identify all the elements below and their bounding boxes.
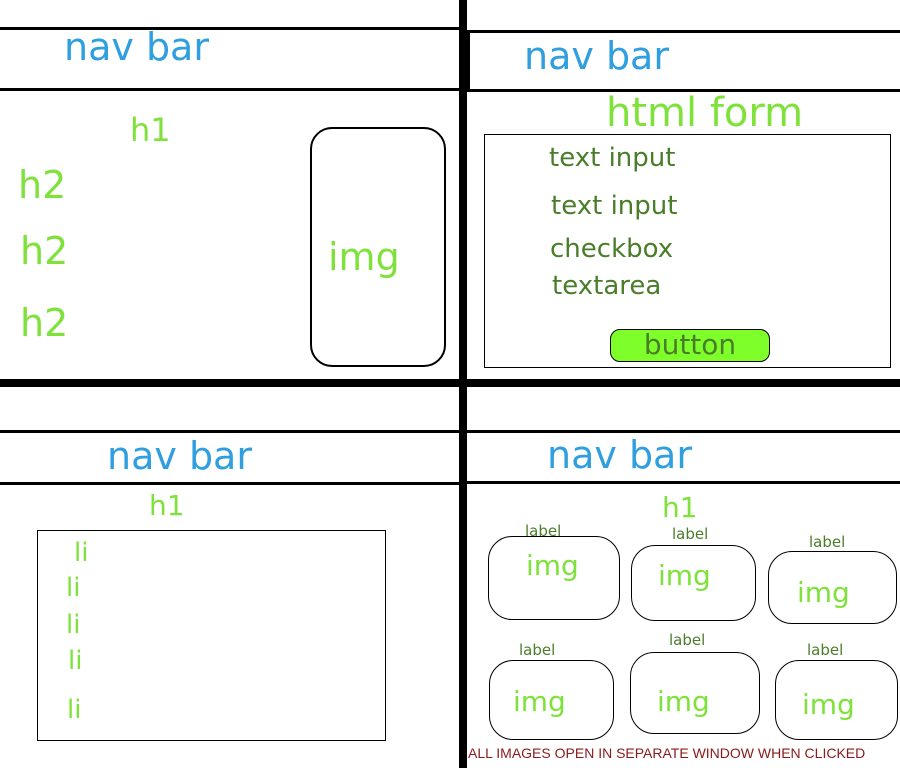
gallery-item-label: label — [669, 631, 706, 649]
nav-bar-bottom-border — [467, 89, 900, 92]
gallery-item-label: label — [525, 522, 562, 540]
gallery-image[interactable] — [488, 536, 620, 620]
list-item: li — [68, 646, 83, 676]
image-placeholder — [310, 127, 446, 367]
nav-bar-top-border — [467, 430, 900, 433]
gallery-image[interactable] — [775, 660, 898, 740]
gallery-image[interactable] — [630, 652, 760, 734]
checkbox-field[interactable]: checkbox — [550, 234, 674, 264]
textarea-field[interactable]: textarea — [552, 271, 662, 301]
text-input-field[interactable]: text input — [549, 143, 676, 173]
h1-heading: h1 — [149, 489, 185, 522]
gallery-note: ALL IMAGES OPEN IN SEPARATE WINDOW WHEN … — [468, 745, 866, 761]
gallery-item-label: label — [519, 641, 556, 659]
gallery-item-label: label — [809, 533, 846, 551]
h2-heading: h2 — [20, 301, 69, 345]
nav-bar-top-border — [0, 430, 459, 433]
list-item: li — [66, 573, 81, 603]
gallery-image[interactable] — [631, 545, 756, 621]
gallery-image[interactable] — [489, 660, 614, 740]
horizontal-divider — [0, 379, 900, 387]
gallery-image-label: img — [526, 549, 579, 582]
h2-heading: h2 — [18, 163, 67, 207]
nav-bar-bottom-border — [467, 481, 900, 484]
form-title: html form — [606, 90, 804, 136]
nav-bar-top-border — [467, 30, 900, 33]
nav-bar-left-border — [467, 30, 470, 92]
list-item: li — [67, 695, 82, 725]
nav-bar[interactable]: nav bar — [524, 34, 669, 78]
submit-button[interactable]: button — [610, 329, 770, 362]
list-item: li — [74, 538, 89, 568]
h2-heading: h2 — [20, 229, 69, 273]
gallery-image-label: img — [513, 685, 566, 718]
gallery-image-label: img — [797, 576, 850, 609]
image-placeholder-label: img — [328, 235, 400, 279]
nav-bar[interactable]: nav bar — [64, 25, 209, 69]
nav-bar[interactable]: nav bar — [107, 434, 252, 478]
gallery-image-label: img — [658, 559, 711, 592]
nav-bar-bottom-border — [0, 88, 459, 91]
gallery-image-label: img — [657, 685, 710, 718]
gallery-image[interactable] — [768, 551, 897, 624]
list-item: li — [66, 610, 81, 640]
gallery-item-label: label — [672, 525, 709, 543]
nav-bar-top-border — [0, 27, 459, 30]
text-input-field[interactable]: text input — [551, 191, 678, 221]
h1-heading: h1 — [130, 111, 171, 149]
gallery-image-label: img — [802, 688, 855, 721]
gallery-item-label: label — [807, 641, 844, 659]
nav-bar-bottom-border — [0, 482, 459, 485]
h1-heading: h1 — [662, 491, 698, 524]
list-box — [37, 530, 386, 741]
html-form — [484, 134, 891, 368]
nav-bar[interactable]: nav bar — [547, 433, 692, 477]
